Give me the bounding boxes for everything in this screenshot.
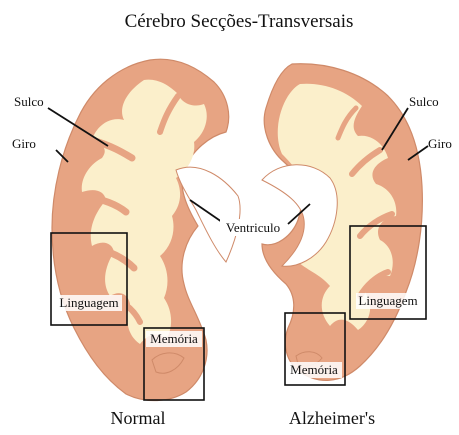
- sulco-right-label: Sulco: [409, 94, 439, 109]
- alzheimers-hemisphere: [262, 64, 422, 381]
- giro-left-label: Giro: [12, 136, 36, 151]
- ventricle-label: Ventriculo: [226, 220, 280, 235]
- memory-left-label: Memória: [150, 331, 198, 346]
- alzheimers-caption: Alzheimer's: [289, 408, 375, 428]
- normal-caption: Normal: [111, 408, 166, 428]
- language-left-label: Linguagem: [59, 295, 118, 310]
- language-right-label: Linguagem: [358, 293, 417, 308]
- sulco-left-label: Sulco: [14, 94, 44, 109]
- giro-right-label: Giro: [428, 136, 452, 151]
- memory-right-label: Memória: [290, 362, 338, 377]
- normal-hemisphere: [52, 59, 240, 400]
- diagram-title: Cérebro Secções-Transversais: [125, 11, 354, 32]
